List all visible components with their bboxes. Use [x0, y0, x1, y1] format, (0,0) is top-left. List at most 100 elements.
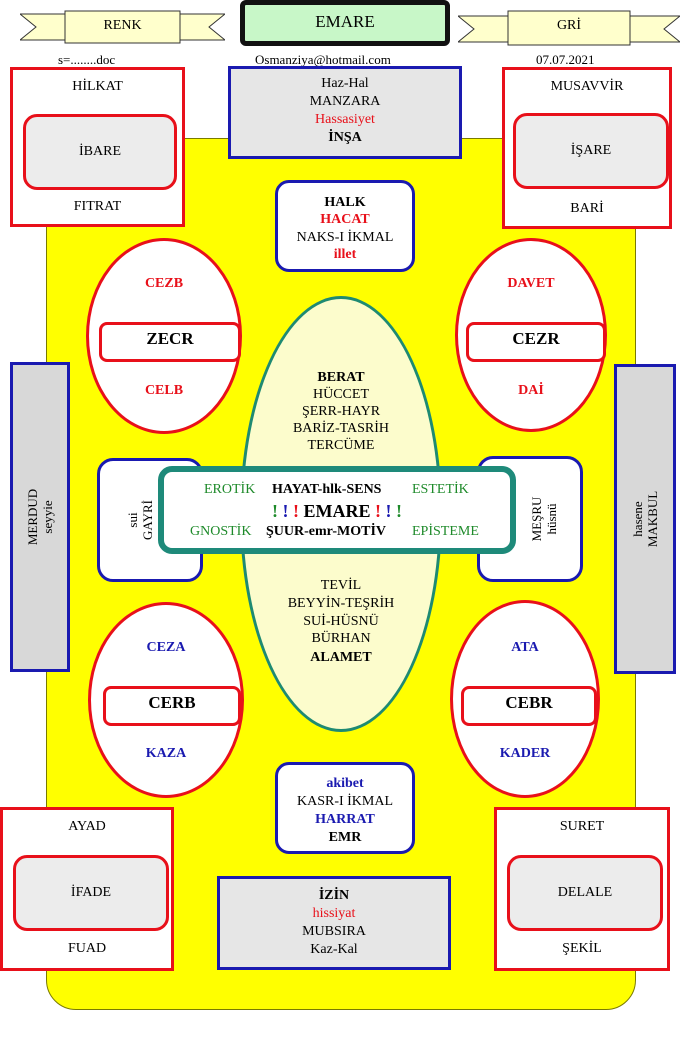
box-haz-hal: Haz-Hal MANZARA Hassasiyet İNŞA — [228, 66, 462, 159]
kader-label: KADER — [499, 746, 551, 761]
side-merdud: MERDUD seyyie — [10, 362, 70, 672]
side-makbul: hasene MAKBUL — [614, 364, 676, 674]
sui-label: sui — [125, 512, 140, 528]
episteme-label: EPİSTEME — [412, 524, 479, 539]
box-izin: İZİN hissiyat MUBSIRA Kaz-Kal — [217, 876, 451, 970]
exclaim-left-1: ! — [272, 501, 278, 521]
merdud-label: MERDUD — [25, 488, 40, 546]
delale-label: DELALE — [557, 885, 613, 900]
tercume-label: TERCÜME — [307, 438, 375, 453]
kasr-ikmal-label: KASR-I İKMAL — [296, 794, 394, 809]
oval-cezr: DAVET CEZR DAİ — [455, 238, 607, 432]
ifade-label: İFADE — [70, 885, 112, 900]
box-musavvir: MUSAVVİR İŞARE BARİ — [502, 67, 672, 229]
ifade-box: İFADE — [13, 855, 169, 931]
cebr-pill: CEBR — [461, 686, 597, 726]
burhan-label: BÜRHAN — [311, 631, 371, 646]
exclaim-right-2: ! — [385, 501, 392, 521]
sui-husnu-label: SUİ-HÜSNÜ — [303, 614, 379, 629]
cezr-pill: CEZR — [466, 322, 606, 362]
dai-label: DAİ — [518, 383, 544, 398]
isare-label: İŞARE — [570, 143, 612, 158]
renk-label: RENK — [103, 18, 142, 33]
tevil-label: TEVİL — [320, 578, 362, 593]
hissiyat-label: hissiyat — [312, 906, 356, 921]
hilkat-label: HİLKAT — [72, 79, 123, 94]
insa-label: İNŞA — [328, 130, 362, 145]
box-halk: HALK HACAT NAKS-I İKMAL illet — [275, 180, 415, 272]
center-emare-box: EROTİK HAYAT-hlk-SENS ESTETİK ! ! ! EMAR… — [158, 466, 516, 554]
manzara-label: MANZARA — [309, 94, 381, 109]
erotik-label: EROTİK — [204, 482, 256, 497]
makbul-label: MAKBUL — [645, 490, 660, 548]
hacat-label: HACAT — [320, 212, 370, 227]
halk-label: HALK — [324, 195, 366, 210]
suur-label: ŞUUR-emr-MOTİV — [266, 524, 387, 539]
date: 07.07.2021 — [536, 52, 595, 67]
illet-label: illet — [333, 247, 357, 262]
delale-box: DELALE — [507, 855, 663, 931]
estetik-label: ESTETİK — [412, 482, 469, 497]
ibare-label: İBARE — [79, 144, 121, 159]
oval-cebr: ATA CEBR KADER — [450, 600, 600, 798]
akibet-label: akibet — [326, 776, 364, 791]
beyyin-tesrih-label: BEYYİN-TEŞRİH — [287, 596, 395, 611]
hayat-label: HAYAT-hlk-SENS — [272, 482, 382, 497]
emare-center-label: EMARE — [303, 501, 371, 521]
naks-ikmal-label: NAKS-I İKMAL — [296, 230, 394, 245]
file-name: s=........doc — [58, 52, 116, 67]
haz-hal-label: Haz-Hal — [321, 76, 369, 91]
seyyie-label: seyyie — [40, 500, 55, 534]
gri-banner: GRİ — [458, 10, 680, 46]
renk-banner: RENK — [20, 10, 225, 44]
husnu-label: hüsnü — [544, 503, 559, 535]
exclaim-right-1: ! — [375, 501, 381, 521]
exclaim-left-2: ! — [282, 501, 289, 521]
hasene-label: hasene — [630, 501, 645, 537]
fitrat-label: FITRAT — [73, 199, 122, 214]
kaza-label: KAZA — [145, 746, 187, 761]
huccet-label: HÜCCET — [313, 387, 369, 402]
hassasiyet-label: Hassasiyet — [315, 112, 375, 127]
ayad-label: AYAD — [68, 819, 106, 834]
alamet-label: ALAMET — [310, 650, 372, 665]
ceza-label: CEZA — [146, 640, 186, 655]
fuad-label: FUAD — [67, 941, 107, 956]
banner-ribbon-shape — [458, 10, 680, 46]
cerb-pill: CERB — [103, 686, 241, 726]
cezb-label: CEZB — [144, 276, 184, 291]
title-box: EMARE — [240, 0, 450, 46]
berat-label: BERAT — [317, 370, 365, 385]
banner-ribbon-shape — [20, 10, 225, 44]
exclaim-left-3: ! — [293, 501, 299, 521]
oval-zecr: CEZB ZECR CELB — [86, 238, 242, 434]
oval-cerb: CEZA CERB KAZA — [88, 602, 244, 798]
bariz-tasrih-label: BARİZ-TASRİH — [292, 421, 390, 436]
emr-label: EMR — [328, 830, 362, 845]
isare-box: İŞARE — [513, 113, 669, 189]
box-hilkat: HİLKAT İBARE FITRAT — [10, 67, 185, 227]
davet-label: DAVET — [507, 276, 555, 291]
sekil-label: ŞEKİL — [562, 941, 602, 956]
exclaim-right-3: ! — [396, 501, 402, 521]
ata-label: ATA — [511, 640, 539, 655]
izin-label: İZİN — [318, 888, 350, 903]
bari-label: BARİ — [570, 201, 604, 216]
mesru-label: MEŞRU — [529, 496, 544, 542]
box-suret: SURET DELALE ŞEKİL — [494, 807, 670, 971]
celb-label: CELB — [144, 383, 184, 398]
box-akibet: akibet KASR-I İKMAL HARRAT EMR — [275, 762, 415, 854]
email: Osmanziya@hotmail.com — [255, 52, 391, 67]
harrat-label: HARRAT — [315, 812, 375, 827]
box-ayad: AYAD İFADE FUAD — [0, 807, 174, 971]
ibare-box: İBARE — [23, 114, 177, 190]
gri-label: GRİ — [556, 18, 582, 33]
mubsira-label: MUBSIRA — [302, 924, 366, 939]
suret-label: SURET — [559, 819, 605, 834]
gayri-label: GAYRİ — [140, 500, 155, 540]
gnostik-label: GNOSTİK — [190, 524, 252, 539]
zecr-pill: ZECR — [99, 322, 241, 362]
serr-hayr-label: ŞERR-HAYR — [301, 404, 381, 419]
box-sui-gayri: sui GAYRİ — [97, 458, 203, 582]
musavvir-label: MUSAVVİR — [550, 79, 624, 94]
